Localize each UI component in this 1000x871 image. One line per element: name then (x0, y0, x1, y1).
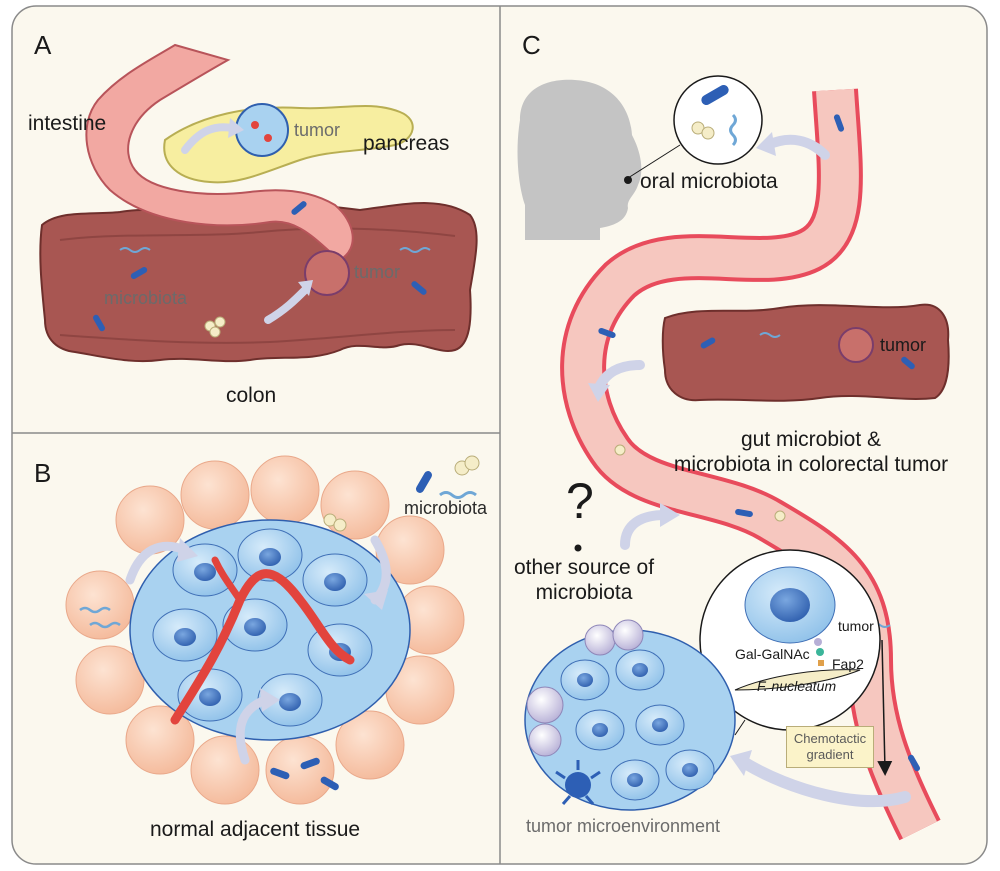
colon-tumor (304, 250, 350, 296)
panel-b-letter: B (34, 458, 52, 488)
colon-tumor-label-c: tumor (880, 335, 927, 355)
pancreas-tumor-label: tumor (294, 120, 341, 140)
colon-label: colon (226, 384, 277, 407)
tumor-nuclei (174, 548, 351, 711)
blood-vessel (170, 569, 355, 725)
dendritic-cell (565, 772, 591, 798)
gut-microbiota-label-line1: gut microbiot & (740, 428, 882, 451)
colon-shape-c (661, 303, 950, 402)
inset-tumor-label: tumor (838, 618, 874, 634)
microbiota-label-b: microbiota (404, 498, 488, 518)
arrow-colon-to-tumor (264, 286, 309, 324)
normal-tissue-cells (65, 455, 465, 805)
intestine-label: intestine (28, 112, 107, 135)
intestine-shape (85, 43, 354, 262)
oral-microbiota-inset (673, 75, 763, 165)
microbiota-label-a: microbiota (104, 288, 188, 308)
chemotactic-gradient-box: Chemotactic gradient (786, 726, 874, 768)
pancreas-label: pancreas (363, 132, 450, 155)
arrow-other-source (620, 510, 670, 550)
arrow-intestine-to-pancreas (181, 123, 236, 154)
question-mark: ? (566, 473, 594, 529)
arrow-to-microenvironment (739, 757, 911, 808)
other-source-label-line1: other source of (513, 556, 655, 579)
arrow-to-oral (763, 134, 830, 160)
arrow-microbiota-in-left (125, 541, 190, 585)
chemotactic-label-line2: gradient (806, 747, 854, 762)
fap2-label: Fap2 (832, 656, 864, 672)
chemotactic-label-line1: Chemotactic (793, 731, 867, 746)
panel-a-letter: A (34, 30, 52, 60)
colon-tumor-c (838, 327, 874, 363)
chemotactic-arrow (877, 639, 893, 776)
immune-cell (526, 686, 564, 724)
normal-adjacent-tissue-label: normal adjacent tissue (150, 818, 361, 841)
colon-tumor-label: tumor (354, 262, 401, 282)
gal-galnac-label: Gal-GalNAc (735, 646, 810, 662)
tumor-microenvironment-label: tumor microenvironment (526, 816, 721, 836)
head-silhouette (517, 79, 642, 240)
panel-b-illustration (65, 455, 480, 805)
gut-microbiota-label-line2: microbiota in colorectal tumor (673, 453, 949, 476)
f-nucleatum-label: F. nucleatum (757, 678, 837, 694)
microenvironment-cells (560, 649, 715, 801)
panel-c-illustration (517, 75, 950, 841)
arrow-microbiota-in-bottom (235, 695, 270, 765)
oral-microbiota-label: oral microbiota (640, 170, 778, 193)
panel-a-illustration (39, 43, 478, 363)
other-source-label-line2: microbiota (535, 581, 633, 604)
panel-c-letter: C (522, 30, 541, 60)
f-nucleatum-shape (734, 669, 861, 691)
